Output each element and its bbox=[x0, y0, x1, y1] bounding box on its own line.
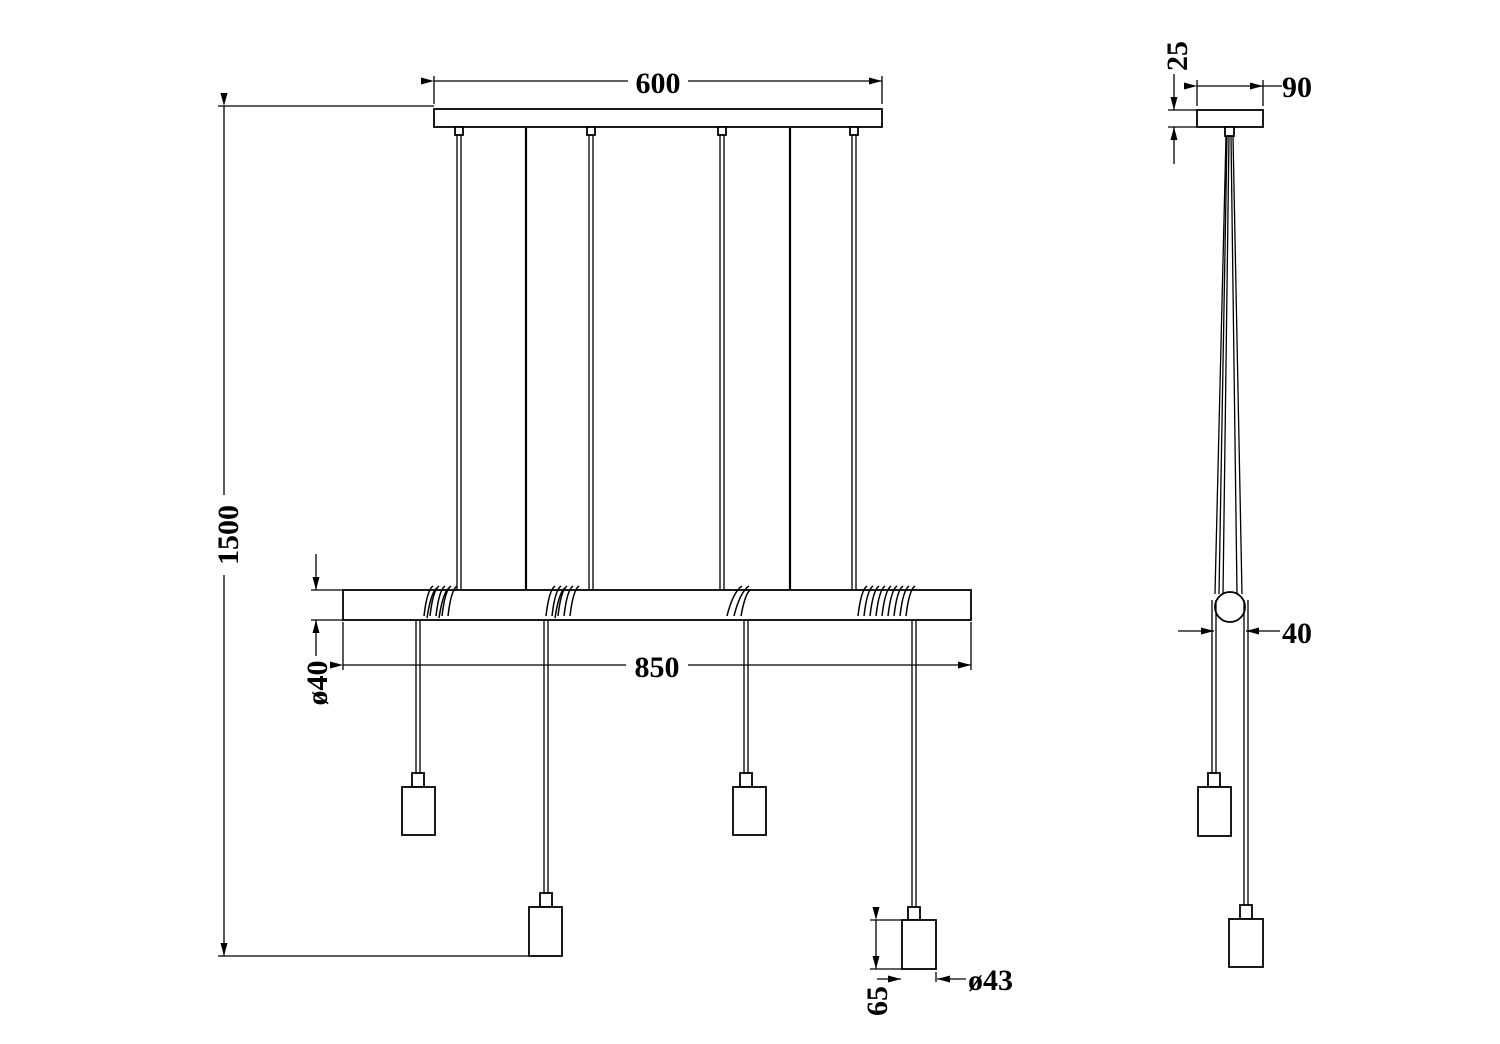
lamp-holder-3 bbox=[732, 772, 767, 836]
label-canopy-height: 25 bbox=[1161, 41, 1194, 71]
side-view: 25 90 40 bbox=[1161, 41, 1312, 968]
lamp-holder-4 bbox=[901, 906, 937, 970]
dim-bar-section-diameter: 40 bbox=[1178, 617, 1312, 650]
canopy-side-holder bbox=[1224, 126, 1235, 137]
dim-shade-diameter: ø43 bbox=[877, 964, 1013, 997]
front-view: 600 1500 850 ø40 bbox=[210, 66, 1013, 1016]
cord-wraps bbox=[423, 585, 916, 619]
lamp-holder-2 bbox=[528, 892, 563, 957]
dim-canopy-length: 600 bbox=[421, 66, 883, 104]
label-bar-section-diameter: 40 bbox=[1282, 617, 1312, 650]
dim-canopy-height: 25 bbox=[1161, 41, 1197, 164]
label-shade-diameter: ø43 bbox=[968, 964, 1013, 997]
label-canopy-depth: 90 bbox=[1282, 71, 1312, 104]
label-bar-length: 850 bbox=[635, 651, 680, 684]
dim-bar-length: 850 bbox=[330, 622, 972, 684]
bar-section bbox=[1214, 591, 1246, 623]
bar bbox=[342, 589, 972, 621]
label-canopy-length: 600 bbox=[636, 67, 681, 100]
label-bar-diameter: ø40 bbox=[301, 661, 334, 706]
canopy bbox=[433, 108, 883, 128]
dim-total-height: 1500 bbox=[210, 93, 529, 957]
side-drop-cords bbox=[1211, 600, 1249, 905]
side-lamp-holder-2 bbox=[1228, 904, 1264, 968]
side-lamp-holder-1 bbox=[1197, 772, 1232, 837]
canopy-holders bbox=[454, 126, 859, 136]
label-total-height: 1500 bbox=[212, 505, 245, 565]
dim-canopy-depth: 90 bbox=[1184, 71, 1312, 106]
suspension-cords bbox=[456, 128, 857, 590]
dim-bar-diameter: ø40 bbox=[301, 554, 343, 706]
side-suspension-cords bbox=[1214, 135, 1243, 595]
dim-shade-height: 65 bbox=[861, 907, 902, 1016]
lamp-holder-1 bbox=[401, 772, 436, 836]
label-shade-height: 65 bbox=[861, 986, 894, 1016]
canopy-side bbox=[1196, 109, 1264, 128]
